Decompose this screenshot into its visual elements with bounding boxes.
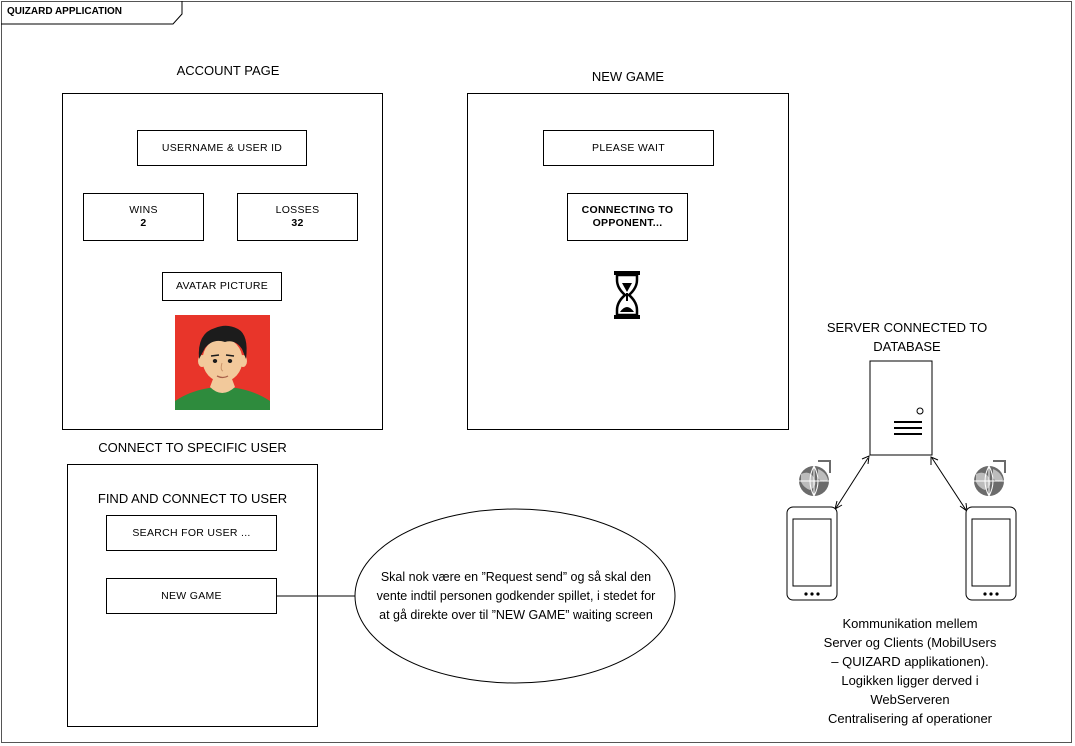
losses-box: LOSSES 32 (237, 193, 358, 241)
username-label: USERNAME & USER ID (161, 141, 283, 154)
wins-value: 2 (140, 217, 147, 229)
losses-label: LOSSES (275, 204, 320, 216)
architecture-caption: Kommunikation mellem Server og Clients (… (794, 614, 1026, 728)
server-heading-line-1: SERVER CONNECTED TO (826, 320, 988, 335)
globe-icon-left (799, 460, 831, 497)
new-game-heading: NEW GAME (591, 69, 665, 84)
caption-line-6: Centralisering af operationer (827, 711, 993, 726)
server-heading: SERVER CONNECTED TO DATABASE (802, 318, 1012, 356)
note-ellipse (354, 508, 676, 684)
server-heading-line-2: DATABASE (873, 339, 941, 354)
note-line-2: vente indtil personen godkender spillet,… (376, 589, 656, 603)
smartphone-icon-left (786, 506, 838, 601)
caption-line-3: – QUIZARD applikationen). (831, 654, 989, 669)
connecting-line1: CONNECTING TO (581, 204, 674, 216)
app-title: QUIZARD APPLICATION (7, 6, 122, 17)
caption-line-1: Kommunikation mellem (842, 616, 978, 631)
user-avatar-icon (175, 315, 270, 410)
account-page-heading: ACCOUNT PAGE (176, 63, 280, 78)
caption-line-2: Server og Clients (MobilUsers (823, 635, 997, 650)
connecting-line2: OPPONENT... (592, 217, 663, 229)
note-line-1: Skal nok være en ”Request send” og så sk… (380, 570, 652, 584)
caption-line-5: WebServeren (870, 692, 950, 707)
wins-label: WINS (129, 204, 158, 216)
globe-icon-right (974, 460, 1006, 497)
search-user-box[interactable]: SEARCH FOR USER ... (106, 515, 277, 551)
arrow-server-left-phone (834, 455, 870, 511)
avatar-label-box: AVATAR PICTURE (162, 272, 282, 301)
smartphone-icon-right (965, 506, 1017, 601)
new-game-button-label: NEW GAME (161, 589, 222, 602)
connect-user-subheading: FIND AND CONNECT TO USER (97, 491, 288, 506)
title-tab (1, 1, 183, 25)
note-line-3: at gå direkte over til ”NEW GAME” waitin… (379, 608, 653, 622)
search-user-label: SEARCH FOR USER ... (132, 526, 251, 539)
please-wait-label: PLEASE WAIT (592, 141, 665, 154)
caption-line-4: Logikken ligger derved i (841, 673, 979, 688)
arrow-server-right-phone (930, 456, 968, 513)
connecting-box: CONNECTING TO OPPONENT... (567, 193, 688, 241)
avatar-label: AVATAR PICTURE (175, 280, 269, 292)
wins-box: WINS 2 (83, 193, 204, 241)
please-wait-box: PLEASE WAIT (543, 130, 714, 166)
losses-value: 32 (291, 217, 304, 229)
note-text: Skal nok være en ”Request send” og så sk… (356, 568, 676, 625)
server-icon (869, 360, 933, 456)
username-box: USERNAME & USER ID (137, 130, 307, 166)
hourglass-icon (614, 271, 640, 319)
connect-user-heading: CONNECT TO SPECIFIC USER (98, 440, 287, 455)
new-game-button[interactable]: NEW GAME (106, 578, 277, 614)
